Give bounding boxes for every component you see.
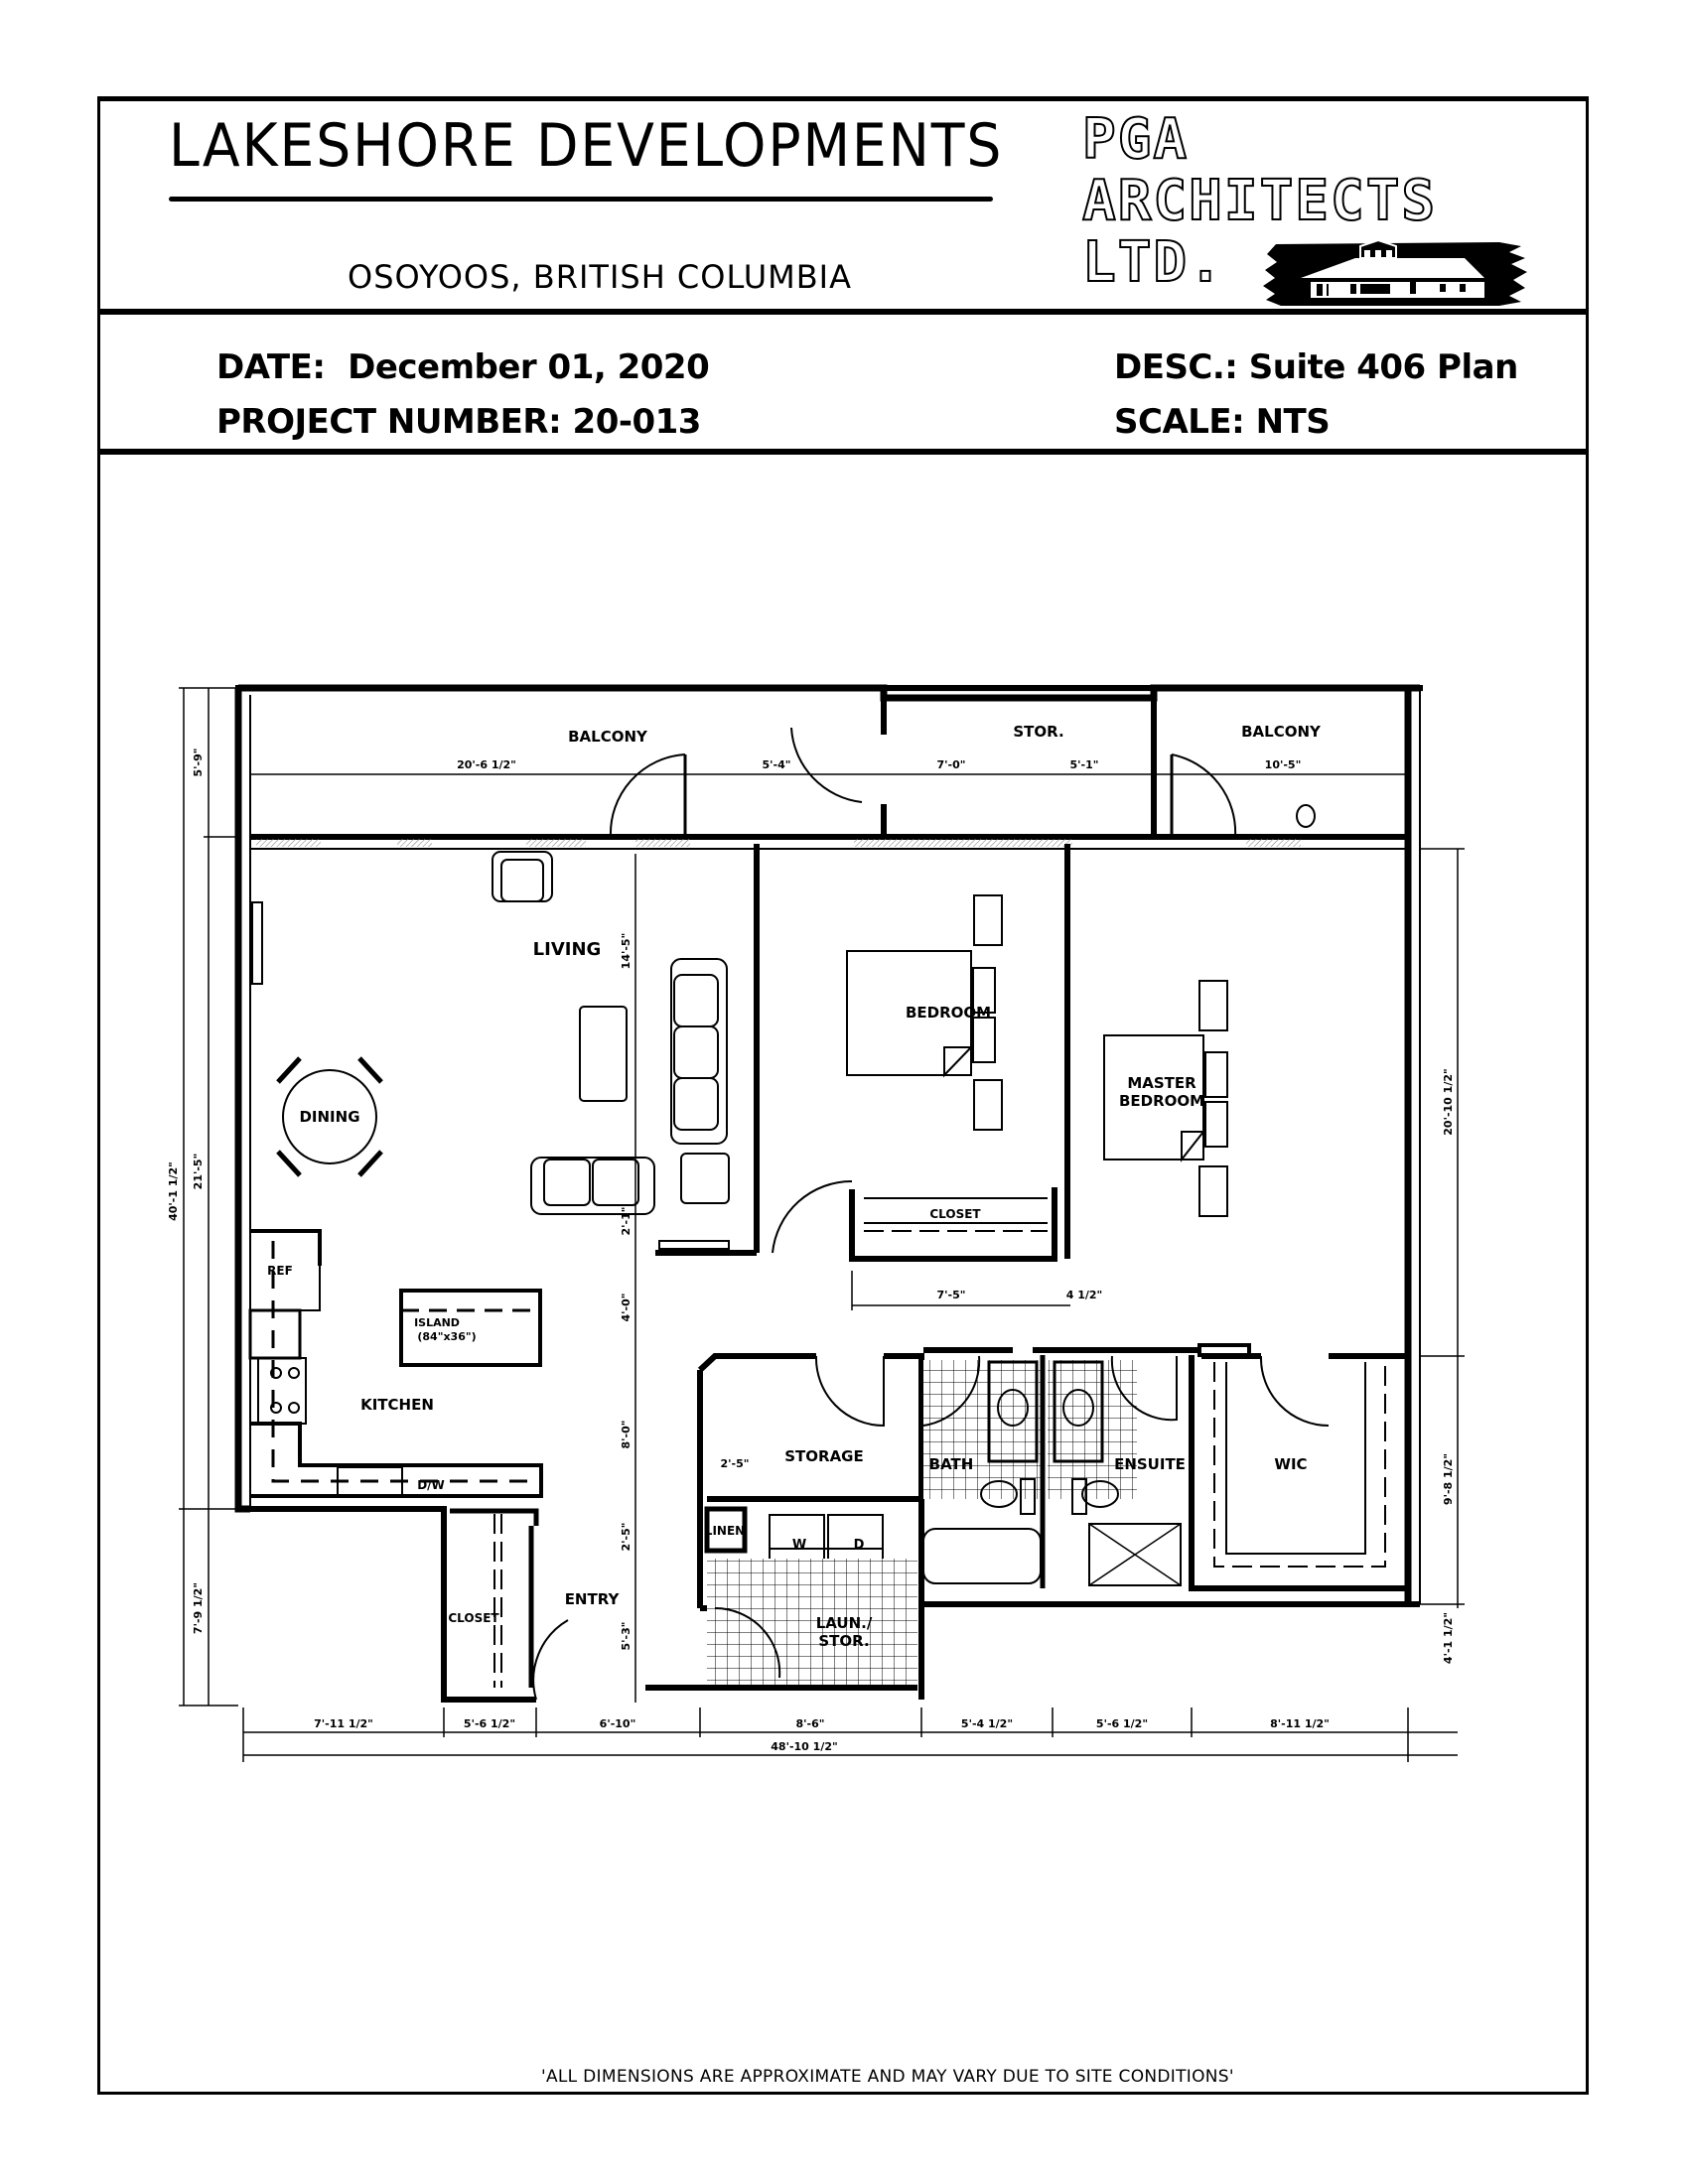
dim-storage-width: 2'-5"	[721, 1457, 750, 1470]
label-island-1: ISLAND	[414, 1316, 460, 1329]
label-wic: WIC	[1274, 1455, 1307, 1473]
dim-left-1: 21'-5"	[192, 1154, 205, 1190]
description-label: DESC.:	[1114, 347, 1238, 387]
drawing-sheet-border	[97, 96, 1589, 2095]
label-kitchen: KITCHEN	[360, 1396, 434, 1414]
dim-right-2: 4'-1 1/2"	[1442, 1612, 1455, 1664]
dim-left-3: 40'-1 1/2"	[167, 1161, 180, 1221]
scale-field: SCALE: NTS	[1114, 402, 1331, 442]
project-number-field: PROJECT NUMBER: 20-013	[216, 402, 701, 442]
dim-top-3: 5'-1"	[1070, 758, 1099, 771]
dim-right-0: 20'-10 1/2"	[1442, 1068, 1455, 1135]
dim-bottom-5: 5'-6 1/2"	[1096, 1717, 1148, 1730]
label-laundry-2: STOR.	[818, 1632, 869, 1650]
dim-top-0: 20'-6 1/2"	[457, 758, 516, 771]
dim-closet-width: 7'-5"	[937, 1289, 966, 1301]
dim-left-2: 7'-9 1/2"	[192, 1582, 205, 1634]
label-balcony-right: BALCONY	[1241, 723, 1322, 741]
label-balcony-left: BALCONY	[568, 728, 648, 746]
date-field: DATE: December 01, 2020	[216, 347, 710, 387]
label-living: LIVING	[533, 939, 602, 960]
label-bedroom-closet: CLOSET	[929, 1207, 981, 1221]
label-dining: DINING	[299, 1108, 359, 1126]
label-dryer: D	[854, 1538, 865, 1553]
project-number-label: PROJECT NUMBER:	[216, 402, 562, 442]
label-linen: LINEN	[705, 1524, 745, 1538]
info-divider	[97, 449, 1589, 455]
label-master-1: MASTER	[1127, 1074, 1196, 1092]
label-bedroom: BEDROOM	[906, 1004, 991, 1022]
architect-logo: PGA ARCHITECTS LTD.	[1081, 107, 1559, 308]
dim-top-2: 7'-0"	[937, 758, 966, 771]
dim-center-3: 8'-0"	[620, 1421, 633, 1449]
date-label: DATE:	[216, 347, 326, 387]
dim-bottom-6: 8'-11 1/2"	[1270, 1717, 1330, 1730]
label-laundry-1: LAUN./	[816, 1614, 873, 1632]
dim-right-1: 9'-8 1/2"	[1442, 1453, 1455, 1505]
project-location: OSOYOOS, BRITISH COLUMBIA	[348, 258, 852, 296]
dim-bottom-2: 6'-10"	[600, 1717, 636, 1730]
dim-top-4: 10'-5"	[1265, 758, 1302, 771]
dim-closet-offset: 4 1/2"	[1066, 1289, 1103, 1301]
label-washer: W	[792, 1538, 806, 1553]
dim-bottom-1: 5'-6 1/2"	[464, 1717, 515, 1730]
header-divider	[97, 309, 1589, 315]
label-storage: STORAGE	[784, 1447, 864, 1465]
dim-center-0: 14'-5"	[620, 933, 633, 970]
dim-bottom-4: 5'-4 1/2"	[961, 1717, 1013, 1730]
house-logo-icon	[1263, 238, 1527, 306]
dim-center-2: 4'-0"	[620, 1294, 633, 1322]
dim-bottom-3: 8'-6"	[796, 1717, 825, 1730]
dim-center-4: 2'-5"	[620, 1523, 633, 1552]
logo-line-architects: ARCHITECTS	[1081, 169, 1438, 233]
label-ensuite: ENSUITE	[1114, 1455, 1186, 1473]
label-entry-closet: CLOSET	[448, 1611, 499, 1625]
label-stor-top: STOR.	[1013, 723, 1063, 741]
dim-bottom-total: 48'-10 1/2"	[771, 1740, 837, 1753]
project-number-value: 20-013	[572, 402, 702, 442]
scale-label: SCALE:	[1114, 402, 1245, 442]
label-dishwasher: D/W	[417, 1478, 445, 1492]
label-entry: ENTRY	[565, 1590, 621, 1608]
dim-left-0: 5'-9"	[192, 749, 205, 777]
description-value: Suite 406 Plan	[1248, 347, 1519, 387]
description-field: DESC.: Suite 406 Plan	[1114, 347, 1518, 387]
dim-top-1: 5'-4"	[763, 758, 791, 771]
scale-value: NTS	[1255, 402, 1331, 442]
logo-line-ltd: LTD.	[1081, 230, 1224, 295]
project-title: LAKESHORE DEVELOPMENTS	[169, 111, 1004, 181]
dim-center-1: 2'-1"	[620, 1207, 633, 1236]
dim-center-5: 5'-3"	[620, 1622, 633, 1651]
label-island-2: (84"x36")	[417, 1330, 476, 1343]
title-underline	[169, 197, 993, 202]
label-fridge: REF	[267, 1264, 293, 1278]
disclaimer-note: 'ALL DIMENSIONS ARE APPROXIMATE AND MAY …	[541, 2067, 1234, 2087]
date-value: December 01, 2020	[348, 347, 710, 387]
label-master-2: BEDROOM	[1119, 1092, 1204, 1110]
dim-bottom-0: 7'-11 1/2"	[314, 1717, 373, 1730]
label-bath: BATH	[929, 1455, 974, 1473]
logo-line-pga: PGA	[1081, 107, 1190, 172]
